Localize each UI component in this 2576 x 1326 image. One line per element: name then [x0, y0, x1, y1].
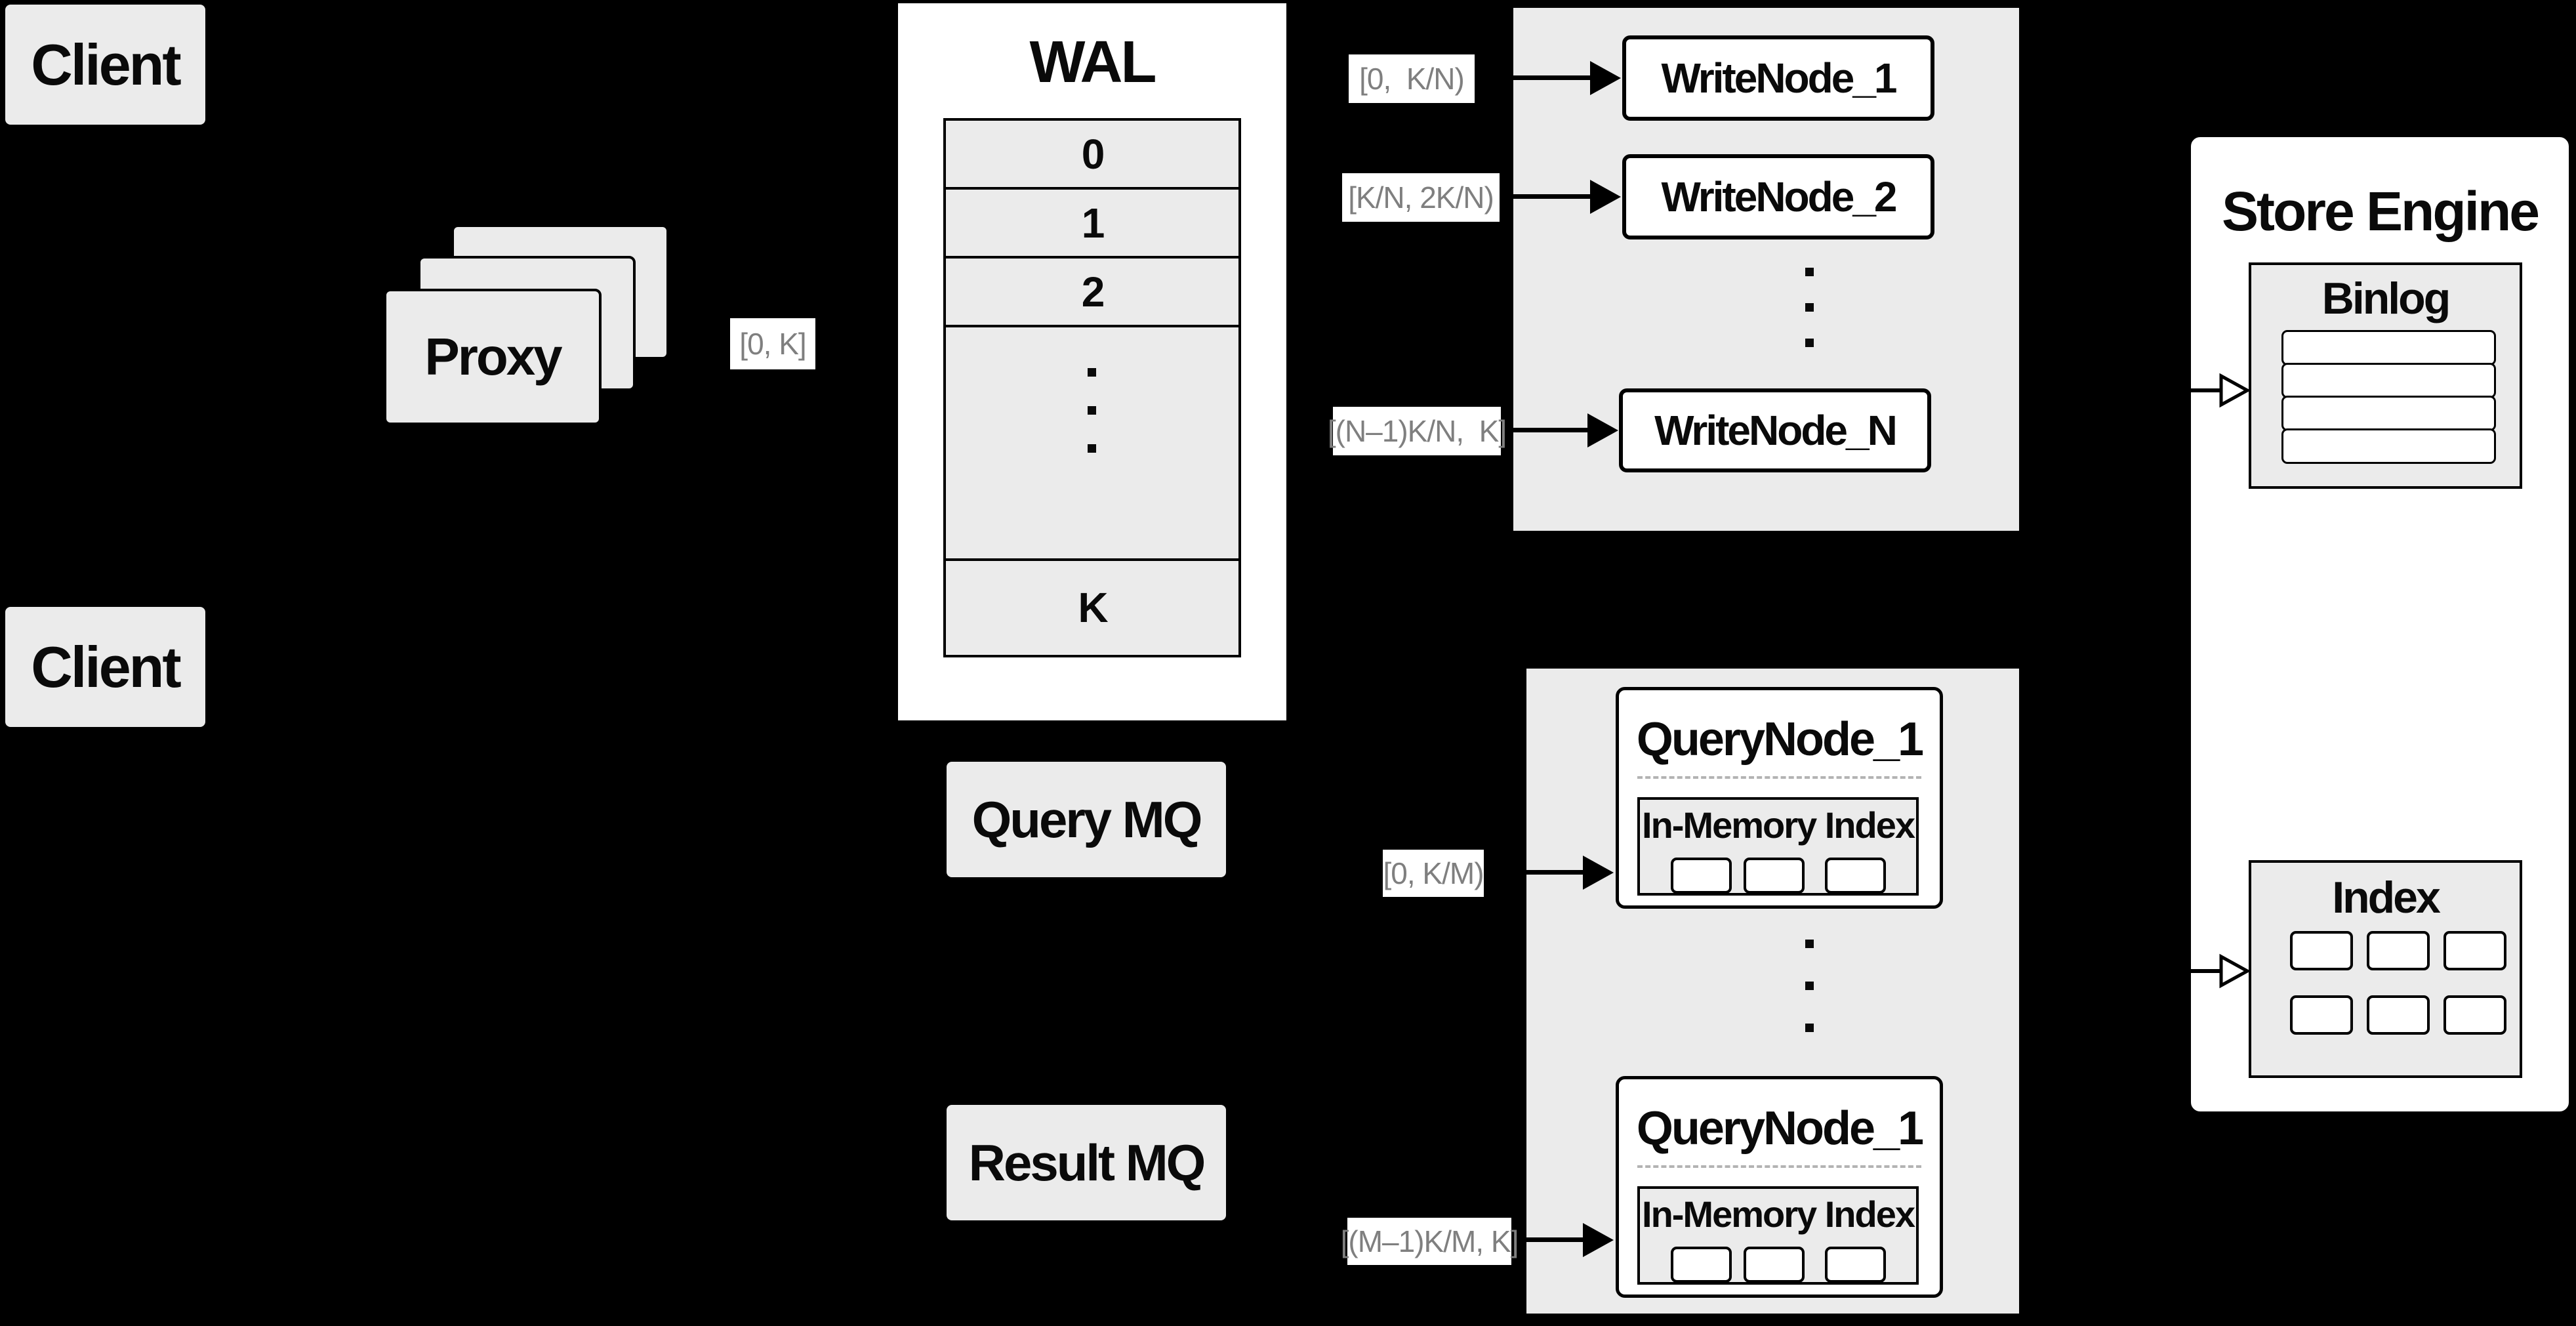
dashed-divider [1637, 776, 1921, 779]
binlog-row [2281, 330, 2496, 365]
range-proxy-to-wal: [0, K] [730, 318, 815, 369]
arrow-right-head-icon [1583, 856, 1614, 890]
result-mq-node: Result MQ [947, 1105, 1226, 1220]
client-bottom-node: Client [5, 607, 205, 727]
binlog-title: Binlog [2321, 274, 2451, 323]
arrow-right-icon [1513, 428, 1588, 432]
vertical-ellipsis-dot [1088, 406, 1096, 415]
result-mq-label: Result MQ [968, 1133, 1206, 1191]
arrow-right-head-icon [1587, 413, 1618, 447]
vertical-ellipsis-dot [1805, 982, 1814, 990]
binlog-box: Binlog [2249, 262, 2522, 489]
index-title-wrap: Index [2251, 869, 2520, 926]
in-memory-index-box: In-Memory Index [1637, 797, 1919, 896]
wal-title: WAL [1029, 29, 1157, 95]
in-memory-index-box: In-Memory Index [1637, 1186, 1919, 1285]
arrow-right-head-icon [1590, 180, 1621, 214]
range-write-node-2: [K/N, 2K/N) [1342, 173, 1500, 222]
vertical-ellipsis-dot [1805, 1024, 1814, 1032]
binlog-title-wrap: Binlog [2251, 270, 2520, 327]
segment-cell [1744, 1247, 1805, 1283]
arrow-right-icon [1513, 194, 1591, 199]
query-mq-node: Query MQ [947, 762, 1226, 877]
wal-segment-row: 2 [946, 259, 1238, 327]
write-node-n: WriteNode_N [1619, 388, 1931, 472]
query-node-bottom-title-wrap: QueryNode_1 [1619, 1099, 1940, 1158]
wal-segment-2: 2 [1081, 268, 1105, 316]
query-node-top-title-wrap: QueryNode_1 [1619, 710, 1940, 769]
in-memory-index-title-wrap: In-Memory Index [1640, 1193, 1916, 1235]
client-top-node: Client [5, 5, 205, 125]
vertical-ellipsis-dot [1088, 368, 1096, 377]
arrow-right-head-icon [1583, 1223, 1614, 1257]
index-cell [2443, 995, 2506, 1035]
wal-segment-1: 1 [1081, 199, 1105, 247]
range-write-node-n: [(N–1)K/N, K] [1328, 407, 1507, 455]
index-cell [2290, 931, 2353, 970]
in-memory-index-title: In-Memory Index [1642, 1193, 1915, 1235]
store-engine-title-wrap: Store Engine [2191, 175, 2569, 247]
write-node-1: WriteNode_1 [1622, 35, 1934, 121]
segment-cell [1825, 858, 1886, 894]
write-node-1-label: WriteNode_1 [1661, 54, 1897, 102]
binlog-row [2281, 363, 2496, 398]
in-memory-index-title: In-Memory Index [1642, 804, 1915, 846]
segment-cell [1671, 858, 1732, 894]
vertical-ellipsis-dot [1805, 303, 1814, 312]
index-title: Index [2332, 873, 2441, 922]
query-mq-label: Query MQ [971, 790, 1203, 848]
store-engine-title: Store Engine [2221, 180, 2540, 242]
vertical-ellipsis-dot [1805, 268, 1814, 276]
range-query-node-top: [0, K/M) [1383, 850, 1484, 897]
arrow-right-icon [1526, 1237, 1584, 1242]
vertical-ellipsis-dot [1805, 940, 1814, 948]
binlog-row [2281, 428, 2496, 464]
store-engine-panel: Store Engine Binlog Index [2188, 135, 2571, 1114]
client-top-label: Client [31, 31, 181, 97]
query-node-bottom-title: QueryNode_1 [1636, 1102, 1924, 1155]
in-memory-index-title-wrap: In-Memory Index [1640, 804, 1916, 846]
vertical-ellipsis-dot [1805, 339, 1814, 347]
index-cell [2443, 931, 2506, 970]
wal-segment-row: 1 [946, 190, 1238, 259]
wal-segment-table: 0 1 2 K [943, 118, 1241, 657]
proxy-node: Proxy [384, 289, 602, 425]
hollow-arrow-right-icon [2188, 373, 2251, 408]
range-query-node-bottom: [(M–1)K/M, K] [1341, 1218, 1519, 1265]
wal-title-wrap: WAL [898, 26, 1286, 98]
dashed-divider [1637, 1165, 1921, 1168]
query-node-bottom: QueryNode_1 In-Memory Index [1616, 1076, 1943, 1298]
arrow-right-icon [1526, 870, 1584, 875]
index-cell [2367, 995, 2430, 1035]
index-cell [2290, 995, 2353, 1035]
proxy-label: Proxy [424, 327, 562, 386]
wal-segment-row: K [946, 561, 1238, 654]
query-node-top-title: QueryNode_1 [1636, 713, 1924, 766]
range-write-node-1: [0, K/N) [1349, 54, 1475, 103]
write-node-2-label: WriteNode_2 [1661, 173, 1897, 220]
wal-ellipsis-row [946, 327, 1238, 561]
wal-segment-0: 0 [1081, 130, 1105, 178]
arrow-right-head-icon [1590, 61, 1621, 95]
write-node-2: WriteNode_2 [1622, 154, 1934, 239]
query-node-top: QueryNode_1 In-Memory Index [1616, 687, 1943, 909]
segment-cell [1744, 858, 1805, 894]
hollow-arrow-right-icon [2188, 953, 2251, 989]
binlog-row [2281, 396, 2496, 431]
index-cell [2367, 931, 2430, 970]
wal-segment-row: 0 [946, 121, 1238, 190]
vertical-ellipsis-dot [1088, 444, 1096, 453]
segment-cell [1825, 1247, 1886, 1283]
segment-cell [1671, 1247, 1732, 1283]
arrow-right-icon [1513, 75, 1591, 80]
wal-panel: WAL 0 1 2 K [898, 3, 1286, 720]
write-node-n-label: WriteNode_N [1654, 407, 1898, 454]
index-box: Index [2249, 860, 2522, 1078]
wal-segment-k: K [1078, 584, 1108, 631]
client-bottom-label: Client [31, 634, 181, 699]
